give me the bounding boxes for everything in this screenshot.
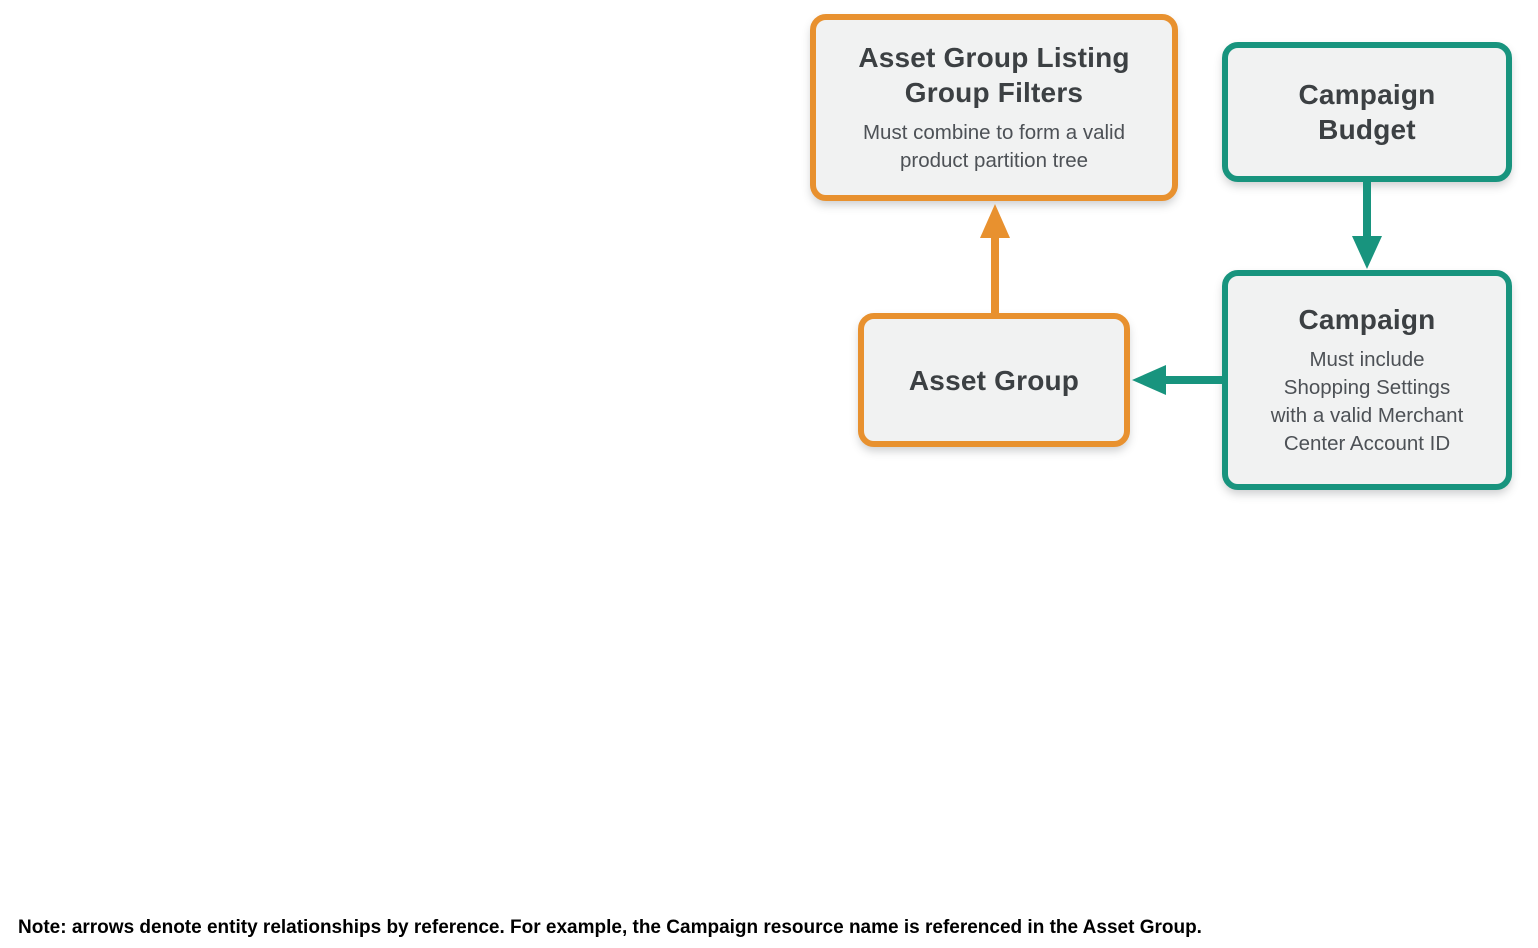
node-title: Asset Group Listing Group Filters: [858, 42, 1130, 108]
node-title: Asset Group: [908, 364, 1080, 396]
node-asset-group-listing-group-filters: Asset Group Listing Group Filters Must c…: [810, 14, 1178, 201]
node-campaign-budget: Campaign Budget: [1222, 42, 1512, 182]
arrow-asset-group-to-listing-group-filters: [991, 234, 999, 313]
arrow-campaign-to-asset-group: [1166, 376, 1222, 384]
arrowhead-left-icon: [1132, 365, 1166, 395]
arrowhead-down-icon: [1352, 236, 1382, 269]
node-subtitle: Must include Shopping Settings with a va…: [1270, 348, 1464, 455]
note-text: Note: arrows denote entity relationships…: [18, 917, 1202, 938]
arrow-campaign-budget-to-campaign: [1363, 182, 1371, 236]
node-title: Campaign Budget: [1298, 79, 1436, 145]
node-title: Campaign: [1298, 304, 1436, 335]
node-asset-group: Asset Group: [858, 313, 1130, 447]
node-campaign: Campaign Must include Shopping Settings …: [1222, 270, 1512, 490]
node-subtitle: Must combine to form a valid product par…: [862, 121, 1126, 172]
arrowhead-up-icon: [980, 204, 1010, 238]
